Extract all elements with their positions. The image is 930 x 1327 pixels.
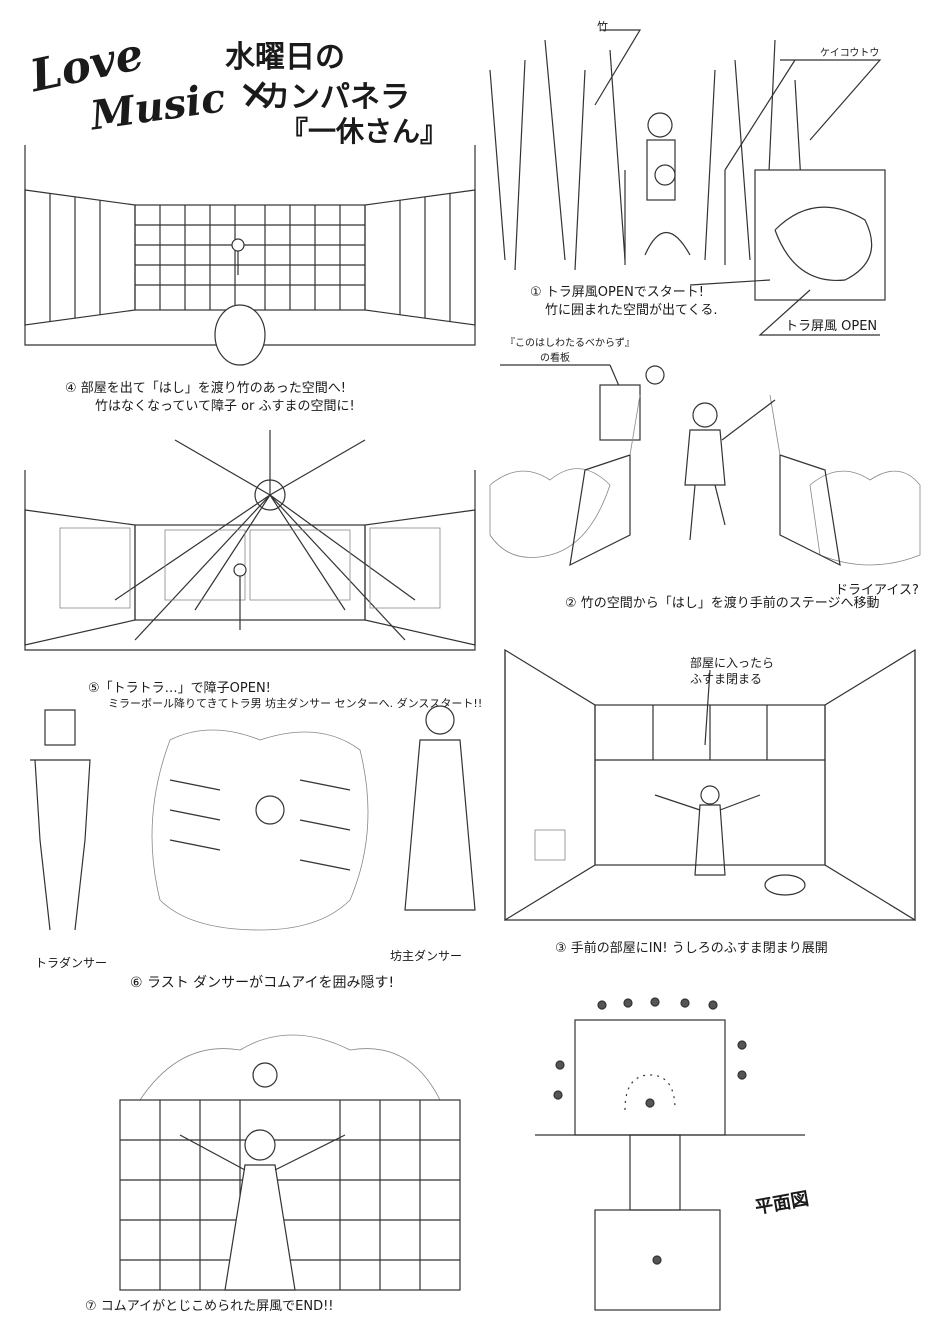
label-lines	[594, 29, 882, 336]
scene5-sketch	[24, 430, 476, 651]
title-ikkyu: 『一休さん』	[280, 115, 449, 148]
title-wednesday: 水曜日の	[225, 40, 345, 75]
scene3-sketch	[504, 648, 916, 922]
scene6-caption: ⑥ ラスト ダンサーがコムアイを囲み隠す!	[130, 975, 395, 991]
scene3-note-line1: 部屋に入ったら	[690, 656, 775, 670]
scene1-sketch	[489, 39, 886, 301]
scene3-caption: ③ 手前の部屋にIN! うしろのふすま閉まり展開	[555, 941, 828, 956]
scene5-caption-line1: ⑤「トラトラ…」で障子OPEN!	[88, 681, 271, 696]
floorplan-sketch	[535, 997, 805, 1311]
scene3-note-line2: ふすま閉まる	[690, 672, 763, 686]
scene1-caption-line2: 竹に囲まれた空間が出てくる.	[545, 303, 718, 318]
scene1-caption-line1: ① トラ屏風OPENでスタート!	[530, 285, 705, 300]
label-dry-ice: ドライアイス?	[835, 583, 919, 598]
scene4-caption-line1: ④ 部屋を出て「はし」を渡り竹のあった空間へ!	[65, 381, 346, 396]
scene4-caption-line2: 竹はなくなっていて障子 or ふすまの空間に!	[95, 399, 355, 414]
label-fluorescent-light: ケイコウトウ	[820, 48, 880, 59]
label-bamboo: 竹	[597, 20, 608, 33]
scene2-caption: ② 竹の空間から「はし」を渡り手前のステージへ移動	[565, 596, 880, 611]
label-sign-line2: の看板	[540, 353, 570, 364]
scene6-sketch	[30, 705, 476, 931]
label-monk-dancer: 坊主ダンサー	[390, 949, 463, 963]
label-sign-line1: 『このはしわたるべからず』	[505, 338, 635, 349]
scene5-caption-line2: ミラーボール降りてきてトラ男 坊主ダンサー センターへ. ダンススタート!!	[108, 697, 483, 710]
scene4-sketch	[24, 145, 476, 366]
scene2-sketch	[489, 364, 921, 567]
label-tiger-dancer: トラダンサー	[35, 956, 108, 970]
title-campanella: カンパネラ	[260, 80, 410, 115]
label-tiger-screen-open: トラ屏風 OPEN	[785, 319, 878, 334]
scene7-sketch	[119, 1034, 461, 1291]
scene7-caption: ⑦ コムアイがとじこめられた屏風でEND!!	[85, 1299, 334, 1314]
